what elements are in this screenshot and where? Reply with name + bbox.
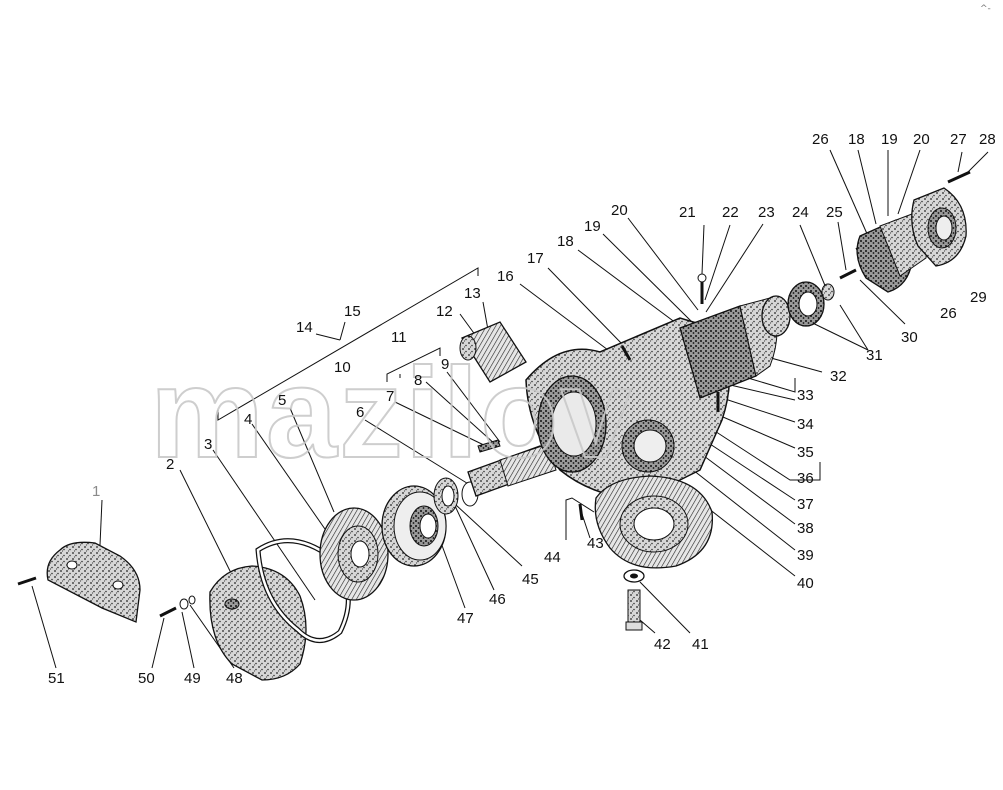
callout-36: 36	[797, 470, 814, 487]
callout-20: 20	[611, 202, 628, 219]
callout-34: 34	[797, 416, 814, 433]
callout-25: 25	[826, 204, 843, 221]
callout-21: 21	[679, 204, 696, 221]
part-ring-46	[433, 477, 459, 515]
part-shaft-6	[467, 443, 557, 497]
callout-9: 9	[441, 356, 450, 373]
callout-16: 16	[497, 268, 514, 285]
callout-19: 19	[584, 218, 601, 235]
callout-50: 50	[138, 670, 155, 687]
callout-51: 51	[48, 670, 65, 687]
callout-35: 35	[797, 444, 814, 461]
callout-41: 41	[692, 636, 709, 653]
part-bolt-42	[623, 569, 645, 631]
callout-48: 48	[226, 670, 243, 687]
part-pinion-12-13	[459, 321, 527, 383]
callout-8: 8	[414, 372, 423, 389]
part-crown-gear-40	[594, 475, 713, 569]
part-bolt-27-28	[947, 170, 971, 184]
callout-24: 24	[792, 204, 809, 221]
callout-44: 44	[544, 549, 561, 566]
callout-14: 14	[296, 319, 313, 336]
callout-22: 22	[722, 204, 739, 221]
callout-40: 40	[797, 575, 814, 592]
callout-5: 5	[278, 392, 287, 409]
part-roller-bearing-47	[381, 485, 447, 567]
callout-49: 49	[184, 670, 201, 687]
callout-39: 39	[797, 547, 814, 564]
callout-26-top: 26	[812, 131, 829, 148]
callout-37: 37	[797, 496, 814, 513]
callout-3: 3	[204, 436, 213, 453]
part-flange-29	[911, 187, 967, 267]
callout-38: 38	[797, 520, 814, 537]
callout-4: 4	[244, 411, 253, 428]
callout-27: 27	[950, 131, 967, 148]
callout-42: 42	[654, 636, 671, 653]
callout-20-top: 20	[913, 131, 930, 148]
callout-6: 6	[356, 404, 365, 421]
callout-45: 45	[522, 571, 539, 588]
callout-28: 28	[979, 131, 996, 148]
part-washer-24	[821, 283, 835, 301]
callout-47: 47	[457, 610, 474, 627]
callout-33: 33	[797, 387, 814, 404]
callout-31: 31	[866, 347, 883, 364]
callout-18: 18	[557, 233, 574, 250]
callout-2: 2	[166, 456, 175, 473]
callout-19-top: 19	[881, 131, 898, 148]
callout-18-top: 18	[848, 131, 865, 148]
callout-32: 32	[830, 368, 847, 385]
part-small-fasteners-49-51	[17, 576, 196, 618]
callout-43: 43	[587, 535, 604, 552]
callout-29: 29	[970, 289, 987, 306]
callout-15: 15	[344, 303, 361, 320]
part-small-bolts-21-23	[620, 273, 720, 412]
callout-46: 46	[489, 591, 506, 608]
part-bolt-25	[839, 268, 857, 280]
part-bevel-gear-4	[319, 507, 389, 601]
part-main-housing-16	[525, 317, 731, 501]
callout-13: 13	[464, 285, 481, 302]
part-gasket-3	[255, 538, 351, 643]
callout-30: 30	[901, 329, 918, 346]
callout-10: 10	[334, 359, 351, 376]
part-cover-1	[46, 541, 141, 623]
callout-12: 12	[436, 303, 453, 320]
part-key-7	[477, 439, 501, 453]
callout-1: 1	[92, 483, 101, 500]
callout-11: 11	[391, 329, 407, 346]
callout-7: 7	[386, 388, 395, 405]
corner-mark: ^-	[980, 4, 991, 14]
part-bearing-31	[761, 281, 825, 337]
callout-17: 17	[527, 250, 544, 267]
part-bolt-43	[578, 503, 584, 521]
callout-23: 23	[758, 204, 775, 221]
callout-26-bottom: 26	[940, 305, 957, 322]
